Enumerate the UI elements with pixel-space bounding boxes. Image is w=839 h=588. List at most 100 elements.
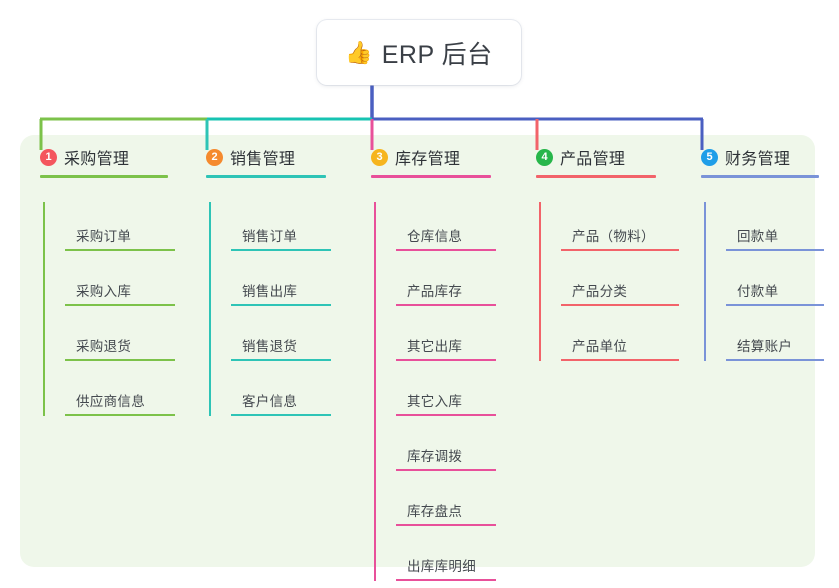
branch-column-1: 1 采购管理采购订单采购入库采购退货供应商信息 (22, 145, 175, 422)
leaf-label: 销售订单 (242, 229, 298, 244)
branch-leaf-list: 采购订单采购入库采购退货供应商信息 (22, 202, 175, 422)
branch-header-3[interactable]: 3 库存管理 (353, 145, 460, 169)
leaf-underline (396, 469, 496, 471)
leaf-underline (396, 414, 496, 416)
branch-number-badge: 1 (40, 148, 57, 166)
leaf-node[interactable]: 采购退货 (44, 312, 175, 367)
leaf-label: 产品分类 (572, 284, 628, 299)
leaf-label: 库存调拨 (407, 449, 463, 464)
leaf-underline (396, 304, 496, 306)
leaf-node[interactable]: 其它出库 (375, 312, 496, 367)
leaf-underline (396, 579, 496, 581)
leaf-node[interactable]: 仓库信息 (375, 202, 496, 257)
diagram-panel (20, 135, 815, 567)
branch-spine (209, 202, 211, 416)
branch-leaf-list: 产品（物料） 产品分类产品单位 (518, 202, 679, 367)
leaf-node[interactable]: 回款单 (705, 202, 824, 257)
branch-column-3: 3 库存管理仓库信息产品库存其它出库其它入库库存调拨库存盘点出库库明细 (353, 145, 496, 587)
leaf-underline (396, 359, 496, 361)
leaf-label: 出库库明细 (407, 559, 476, 574)
branch-column-5: 5 财务管理回款单付款单结算账户 (683, 145, 824, 367)
leaf-label: 产品（物料） (572, 229, 655, 244)
branch-spine (704, 202, 706, 361)
branch-title: 财务管理 (725, 151, 791, 168)
leaf-node[interactable]: 其它入库 (375, 367, 496, 422)
leaf-label: 产品单位 (572, 339, 628, 354)
leaf-node[interactable]: 产品单位 (540, 312, 679, 367)
leaf-node[interactable]: 销售退货 (210, 312, 331, 367)
leaf-node[interactable]: 库存调拨 (375, 422, 496, 477)
leaf-node[interactable]: 库存盘点 (375, 477, 496, 532)
leaf-label: 采购退货 (76, 339, 132, 354)
leaf-node[interactable]: 供应商信息 (44, 367, 175, 422)
leaf-underline (396, 524, 496, 526)
leaf-label: 回款单 (737, 229, 779, 244)
leaf-label: 供应商信息 (76, 394, 145, 409)
branch-header-2[interactable]: 2 销售管理 (188, 145, 295, 169)
branch-title: 销售管理 (230, 151, 296, 168)
leaf-underline (726, 249, 824, 251)
branch-underline (206, 175, 326, 178)
branch-spine (374, 202, 376, 581)
leaf-label: 销售退货 (242, 339, 298, 354)
branch-leaf-list: 仓库信息产品库存其它出库其它入库库存调拨库存盘点出库库明细 (353, 202, 496, 587)
leaf-underline (65, 414, 175, 416)
branch-underline (40, 175, 168, 178)
branch-underline (536, 175, 656, 178)
branch-leaf-list: 销售订单销售出库销售退货客户信息 (188, 202, 331, 422)
leaf-node[interactable]: 销售出库 (210, 257, 331, 312)
branch-underline (371, 175, 491, 178)
leaf-underline (65, 304, 175, 306)
leaf-node[interactable]: 出库库明细 (375, 532, 496, 587)
leaf-label: 客户信息 (242, 394, 298, 409)
leaf-node[interactable]: 结算账户 (705, 312, 824, 367)
branch-title: 库存管理 (395, 151, 461, 168)
leaf-label: 采购订单 (76, 229, 132, 244)
leaf-label: 结算账户 (737, 339, 793, 354)
leaf-underline (561, 304, 679, 306)
leaf-label: 付款单 (737, 284, 779, 299)
leaf-underline (65, 249, 175, 251)
leaf-node[interactable]: 产品（物料） (540, 202, 679, 257)
leaf-underline (726, 304, 824, 306)
root-node[interactable]: 👍 ERP 后台 (317, 20, 521, 85)
leaf-label: 采购入库 (76, 284, 132, 299)
leaf-node[interactable]: 客户信息 (210, 367, 331, 422)
leaf-node[interactable]: 采购订单 (44, 202, 175, 257)
leaf-underline (231, 249, 331, 251)
leaf-node[interactable]: 销售订单 (210, 202, 331, 257)
leaf-underline (231, 304, 331, 306)
branch-header-1[interactable]: 1 采购管理 (22, 145, 129, 169)
leaf-underline (726, 359, 824, 361)
leaf-node[interactable]: 付款单 (705, 257, 824, 312)
leaf-node[interactable]: 产品库存 (375, 257, 496, 312)
branch-underline (701, 175, 819, 178)
branch-number-badge: 2 (206, 148, 223, 166)
branch-header-5[interactable]: 5 财务管理 (683, 145, 790, 169)
leaf-underline (231, 359, 331, 361)
leaf-underline (65, 359, 175, 361)
branch-number-badge: 4 (536, 148, 553, 166)
leaf-underline (396, 249, 496, 251)
leaf-underline (231, 414, 331, 416)
branch-number-badge: 3 (371, 148, 388, 166)
branch-spine (43, 202, 45, 416)
leaf-label: 其它出库 (407, 339, 463, 354)
leaf-label: 销售出库 (242, 284, 298, 299)
branch-spine (539, 202, 541, 361)
branch-title: 采购管理 (64, 151, 130, 168)
branch-leaf-list: 回款单付款单结算账户 (683, 202, 824, 367)
root-label: ERP 后台 (381, 40, 493, 69)
leaf-underline (561, 359, 679, 361)
leaf-label: 库存盘点 (407, 504, 463, 519)
branch-column-2: 2 销售管理销售订单销售出库销售退货客户信息 (188, 145, 331, 422)
thumbs-up-icon: 👍 (345, 39, 373, 65)
leaf-underline (561, 249, 679, 251)
branch-number-badge: 5 (701, 148, 718, 166)
leaf-label: 产品库存 (407, 284, 463, 299)
leaf-node[interactable]: 产品分类 (540, 257, 679, 312)
leaf-node[interactable]: 采购入库 (44, 257, 175, 312)
